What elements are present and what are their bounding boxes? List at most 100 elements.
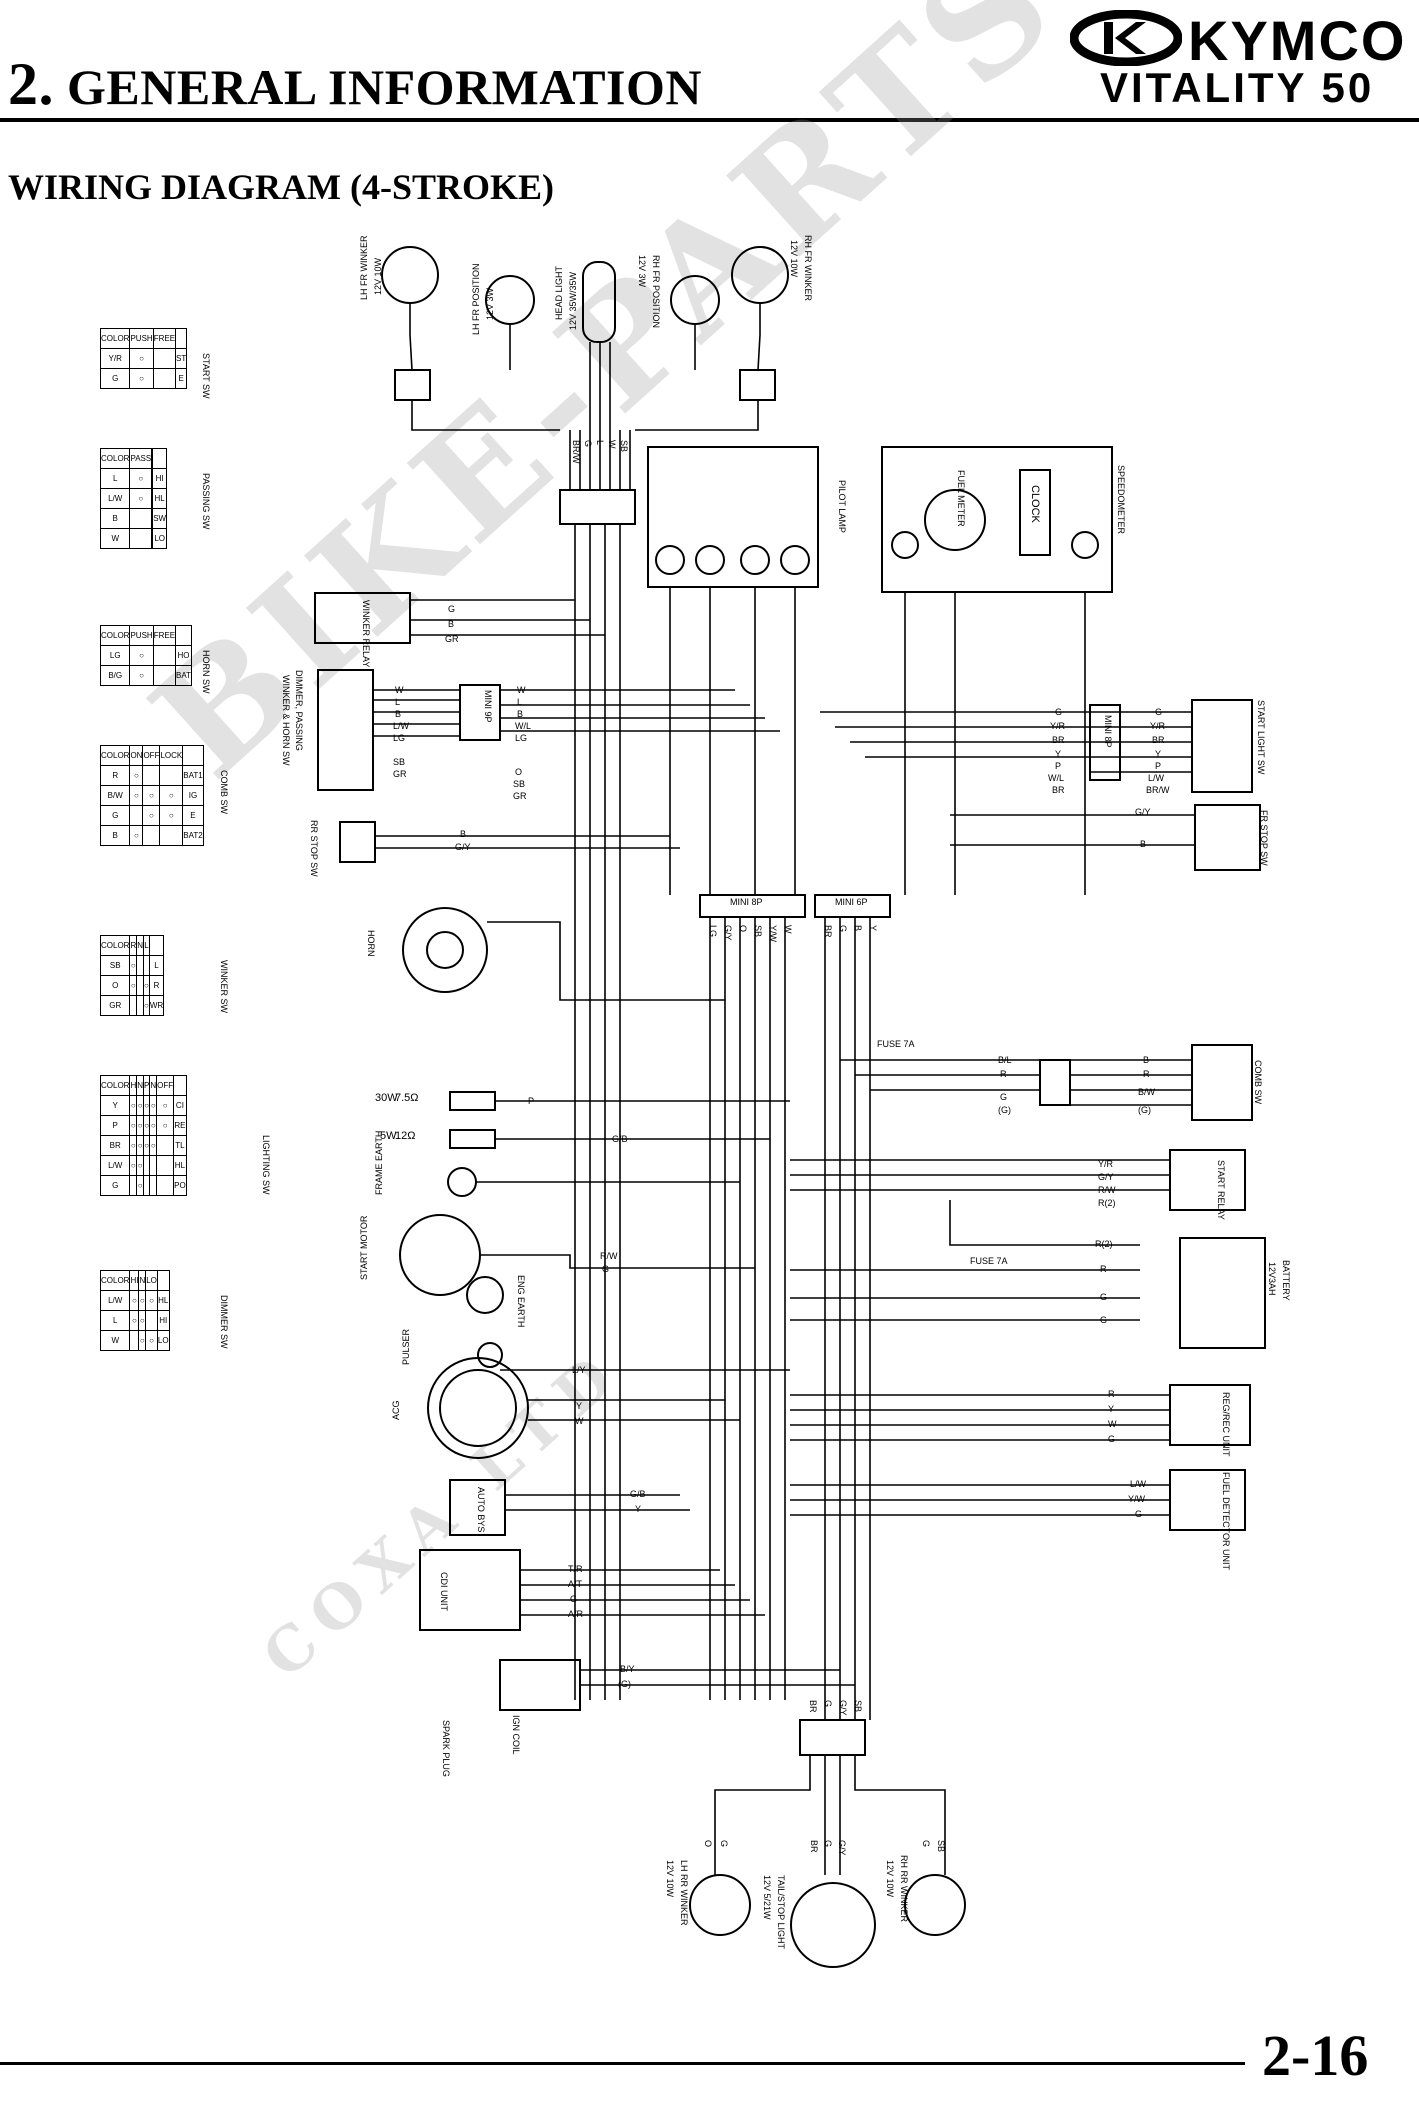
cell: N bbox=[149, 1075, 158, 1096]
wire-start-left-1: Y/R bbox=[1050, 721, 1066, 731]
cell: Y bbox=[99, 1095, 131, 1116]
label-fuel-meter: FUEL METER bbox=[956, 470, 966, 527]
fuel-meter-dial bbox=[924, 489, 986, 551]
wire-start-motor-1: G bbox=[602, 1264, 610, 1274]
rr-stop-sw-box bbox=[339, 821, 376, 863]
cell: COLOR bbox=[99, 448, 131, 469]
wire-resistor-1: G/B bbox=[612, 1134, 628, 1144]
cell: B/W bbox=[99, 785, 131, 806]
cell: O bbox=[99, 975, 131, 996]
rear-connector bbox=[799, 1719, 866, 1756]
section-title-text: GENERAL INFORMATION bbox=[67, 59, 703, 115]
wire-start-right-0: G bbox=[1155, 707, 1163, 717]
wire-comb-7: (G) bbox=[1138, 1105, 1151, 1115]
rh-fr-winker-bulb bbox=[731, 246, 789, 304]
wire-acg-0: Y bbox=[576, 1401, 583, 1411]
label-acg: ACG bbox=[391, 1400, 401, 1420]
cell: FREE bbox=[152, 328, 177, 349]
wire-top-4: SB bbox=[619, 440, 629, 453]
wire-winker-relay-1: B bbox=[448, 619, 455, 629]
label-ign-coil: IGN COIL bbox=[511, 1715, 521, 1755]
label-battery-rating: 12V3AH bbox=[1267, 1262, 1277, 1296]
mini9p-connector bbox=[459, 684, 501, 741]
wire-dimmer-right-4: LG bbox=[515, 733, 528, 743]
cell: HI bbox=[129, 1270, 140, 1291]
wire-rear-lamp-6: SB bbox=[936, 1840, 946, 1853]
label-horn: HORN bbox=[366, 930, 376, 957]
cdi-unit-box bbox=[419, 1549, 521, 1631]
wire-fuel-det-0: L/W bbox=[1130, 1479, 1147, 1489]
cell: PUSH bbox=[129, 328, 154, 349]
cell: BAT1 bbox=[182, 765, 204, 786]
lh-fr-winker-bulb bbox=[381, 246, 439, 304]
label-battery: BATTERY bbox=[1281, 1260, 1291, 1301]
cell: HI bbox=[156, 1310, 170, 1331]
cell: SW bbox=[152, 508, 168, 529]
label-lh-fr-winker: LH FR WINKER bbox=[359, 235, 369, 300]
wire-acg-1: W bbox=[575, 1416, 584, 1426]
wire-rear-lamp-4: G/Y bbox=[837, 1840, 847, 1856]
cell: PASS bbox=[129, 448, 153, 469]
header-rule bbox=[0, 118, 1419, 122]
label-rh-rr-winker: RH RR WINKER bbox=[899, 1855, 909, 1922]
comb-6p-connector bbox=[1039, 1059, 1071, 1106]
footer-rule bbox=[0, 2062, 1245, 2065]
label-fr-stop-sw: FR STOP SW bbox=[1259, 810, 1269, 866]
wire-rr-stop-0: B bbox=[460, 829, 467, 839]
label-mini8p-start: MINI 8P bbox=[1103, 715, 1113, 748]
wire-top-3: W bbox=[607, 440, 617, 449]
label-winker-relay: WINKER RELAY bbox=[361, 600, 371, 668]
label-mini8p: MINI 8P bbox=[730, 897, 763, 907]
rh-rr-winker-bulb bbox=[904, 1874, 966, 1936]
wire-mini8p-5: W bbox=[783, 925, 793, 934]
wire-comb-0: B/L bbox=[998, 1055, 1012, 1065]
cell: WR bbox=[148, 995, 165, 1016]
wire-auto-bys-1: Y bbox=[635, 1504, 642, 1514]
cell: B bbox=[99, 825, 131, 846]
cell: COLOR bbox=[99, 745, 131, 766]
cell: L/W bbox=[99, 1290, 131, 1311]
label-dimmer-passing: DIMMER, PASSING bbox=[294, 670, 304, 751]
switch-name: START SW bbox=[201, 353, 211, 399]
wire-dimmer-4: LG bbox=[393, 733, 406, 743]
start-light-sw-box bbox=[1191, 699, 1253, 793]
resistor-2 bbox=[449, 1129, 496, 1149]
brand-logo: KYMCO VITALITY 50 bbox=[1070, 8, 1410, 113]
cell: L bbox=[99, 1310, 131, 1331]
section-title: 2. GENERAL INFORMATION bbox=[8, 50, 702, 119]
wire-top-1: G bbox=[583, 440, 593, 448]
wire-dimmer-2: B bbox=[395, 709, 402, 719]
wire-mini8p-0: LG bbox=[708, 925, 718, 938]
label-tail-stop-light-rating: 12V 5/21W bbox=[762, 1875, 772, 1920]
wire-start-relay-2: R/W bbox=[1098, 1185, 1116, 1195]
cell: BAT bbox=[175, 665, 192, 686]
switch-name: LIGHTING SW bbox=[261, 1135, 271, 1195]
label-auto-bys: AUTO BYS bbox=[476, 1487, 486, 1533]
resistor-1 bbox=[449, 1091, 496, 1111]
wire-regrec-3: G bbox=[1108, 1434, 1116, 1444]
wire-mini8p-1: G/Y bbox=[723, 925, 733, 941]
connector-main-top bbox=[559, 489, 636, 525]
wire-rear-2: G/Y bbox=[838, 1700, 848, 1716]
cell: E bbox=[175, 368, 188, 389]
wire-start-left-3: Y bbox=[1055, 749, 1062, 759]
wire-dimmer-1: L bbox=[395, 697, 401, 707]
wire-start-left-2: BR bbox=[1052, 735, 1065, 745]
wire-battery-3: G bbox=[1100, 1315, 1108, 1325]
cell: ON bbox=[129, 745, 144, 766]
acg-body bbox=[427, 1357, 529, 1459]
label-pilot-lamp: PILOT LAMP bbox=[837, 480, 847, 533]
wire-fuel-det-2: G bbox=[1135, 1509, 1143, 1519]
wire-start-right-5: L/W bbox=[1148, 773, 1165, 783]
label-start-light-sw: START LIGHT SW bbox=[1256, 700, 1266, 775]
label-head-light-rating: 12V 35W/35W bbox=[568, 271, 578, 330]
cell: OFF bbox=[156, 1075, 175, 1096]
label-start-relay: START RELAY bbox=[1216, 1160, 1226, 1220]
rh-fr-position-bulb bbox=[670, 275, 720, 325]
wire-dimmer-right-5: O bbox=[515, 767, 523, 777]
cell: COLOR bbox=[99, 1075, 131, 1096]
pulser-body bbox=[477, 1342, 503, 1368]
cell: L/W bbox=[99, 488, 131, 509]
label-lh-rr-winker-rating: 12V 10W bbox=[665, 1860, 675, 1898]
wire-regrec-2: W bbox=[1108, 1419, 1117, 1429]
